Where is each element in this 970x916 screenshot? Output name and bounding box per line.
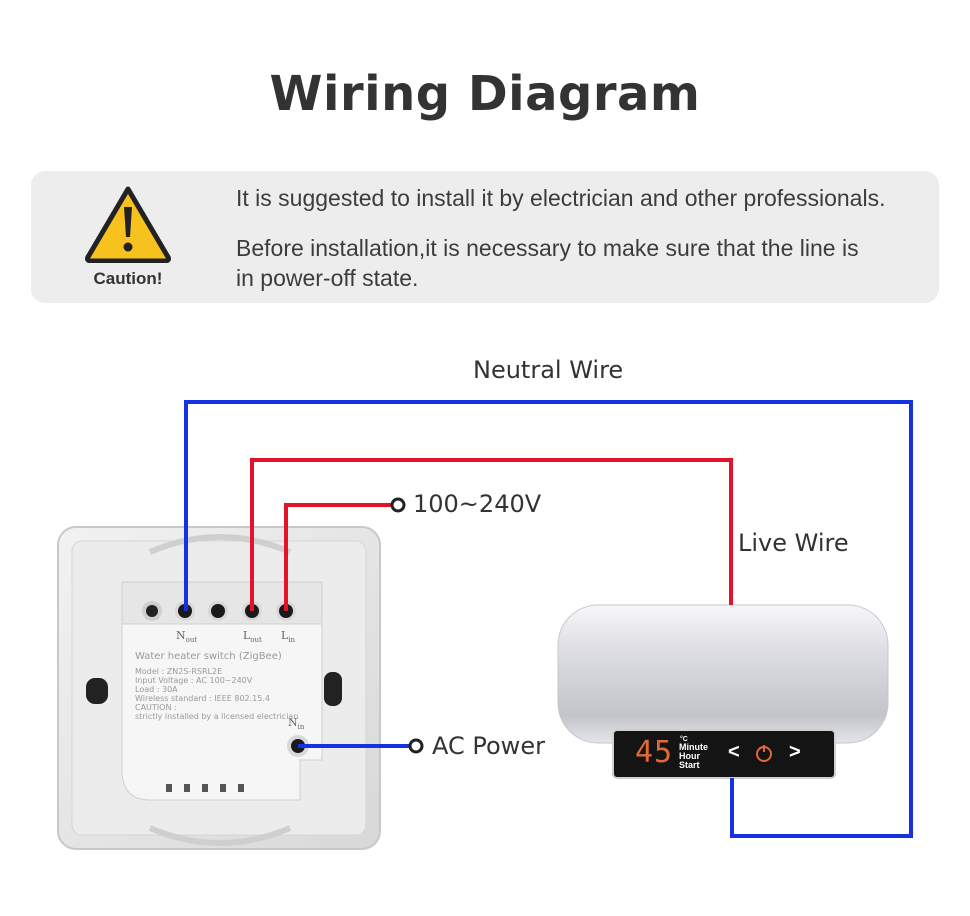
caution-text-1: It is suggested to install it by electri… (236, 185, 886, 211)
chevron-right-icon: > (789, 741, 801, 763)
neutral-wire (184, 400, 913, 838)
switch-back-plate (57, 526, 381, 850)
live-wire-label: Live Wire (738, 529, 849, 557)
heater-temperature-display: 45 (635, 735, 674, 770)
neutral-wire-label: Neutral Wire (473, 356, 624, 384)
terminal-l-in-label: Lin (281, 629, 296, 645)
chevron-left-icon: < (728, 741, 740, 763)
power-icon (756, 745, 774, 763)
terminal-n-in-label: Nin (288, 716, 305, 732)
switch-spec-line: Model : ZN2S-RSRL2E (135, 667, 223, 676)
switch-spec-line: Input Voltage : AC 100~240V (135, 676, 253, 685)
voltage-terminal (390, 497, 406, 513)
switch-title: Water heater switch (ZigBee) (135, 651, 282, 662)
supply-live-wire (284, 503, 398, 611)
switch-spec-line: Load : 30A (135, 685, 178, 694)
page-title: Wiring Diagram (269, 66, 701, 122)
switch-spec-line: Wireless standard : IEEE 802.15.4 (135, 694, 270, 703)
heater-unit: °C (680, 736, 688, 743)
caution-label: Caution! (93, 269, 163, 288)
voltage-label: 100~240V (413, 490, 542, 518)
caution-text-2: Before installation,it is necessary to m… (236, 235, 859, 291)
switch-spec-line: CAUTION : (135, 703, 177, 712)
live-wire (250, 458, 733, 611)
heater-mode-words: Minute Hour Start (679, 742, 708, 770)
caution-box: Caution! It is suggested to install it b… (31, 171, 939, 303)
switch-spec-line: strictly installed by a licensed electri… (135, 712, 299, 721)
water-heater-tank (557, 604, 889, 779)
ac-power-label: AC Power (432, 732, 545, 760)
warning-icon (85, 186, 171, 263)
ac-power-terminal (408, 738, 424, 754)
terminal-n-out-label: Nout (176, 629, 198, 645)
terminal-l-out-label: Lout (243, 629, 262, 645)
